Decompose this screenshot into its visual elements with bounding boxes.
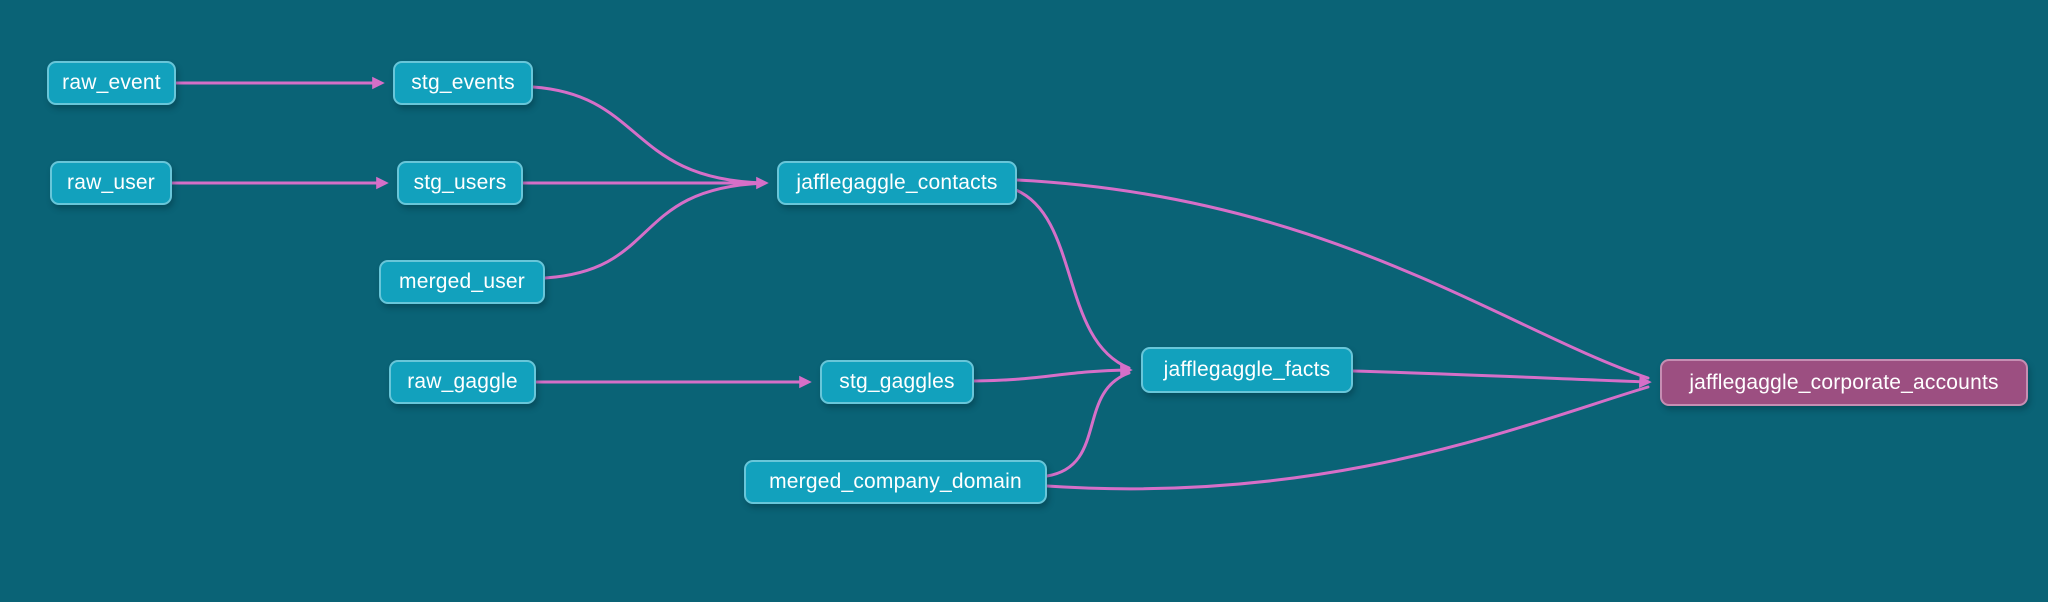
node-stg_users[interactable]: stg_users bbox=[397, 161, 523, 205]
node-label: jafflegaggle_contacts bbox=[796, 171, 998, 194]
node-label: jafflegaggle_corporate_accounts bbox=[1689, 370, 1999, 394]
node-jafflegaggle_facts[interactable]: jafflegaggle_facts bbox=[1141, 347, 1353, 393]
edge-jafflegaggle_contacts-jafflegaggle_corporate_accounts bbox=[1015, 178, 1650, 380]
edge-stg_gaggles-jafflegaggle_facts bbox=[972, 363, 1133, 383]
node-label: stg_events bbox=[411, 71, 515, 94]
node-stg_gaggles[interactable]: stg_gaggles bbox=[820, 360, 974, 404]
node-label: merged_company_domain bbox=[769, 470, 1022, 493]
node-raw_user[interactable]: raw_user bbox=[50, 161, 172, 205]
node-merged_company_domain[interactable]: merged_company_domain bbox=[744, 460, 1047, 504]
node-label: raw_event bbox=[62, 71, 161, 94]
node-jafflegaggle_corporate_accounts[interactable]: jafflegaggle_corporate_accounts bbox=[1660, 359, 2028, 406]
node-merged_user[interactable]: merged_user bbox=[379, 260, 545, 304]
node-label: merged_user bbox=[399, 270, 525, 293]
edge-merged_company_domain-jafflegaggle_facts bbox=[1045, 371, 1131, 478]
node-label: stg_users bbox=[413, 171, 507, 194]
node-label: raw_user bbox=[67, 171, 155, 194]
edge-merged_company_domain-jafflegaggle_corporate_accounts bbox=[1045, 385, 1650, 491]
node-raw_gaggle[interactable]: raw_gaggle bbox=[389, 360, 536, 404]
node-label: jafflegaggle_facts bbox=[1163, 358, 1331, 381]
node-label: raw_gaggle bbox=[407, 370, 518, 393]
edge-jafflegaggle_contacts-jafflegaggle_facts bbox=[1014, 188, 1131, 370]
node-jafflegaggle_contacts[interactable]: jafflegaggle_contacts bbox=[777, 161, 1017, 205]
node-stg_events[interactable]: stg_events bbox=[393, 61, 533, 105]
node-raw_event[interactable]: raw_event bbox=[47, 61, 176, 105]
edge-stg_events-jafflegaggle_contacts bbox=[531, 85, 767, 185]
edge-merged_user-jafflegaggle_contacts bbox=[543, 181, 767, 280]
node-label: stg_gaggles bbox=[839, 370, 955, 393]
edge-jafflegaggle_facts-jafflegaggle_corporate_accounts bbox=[1351, 369, 1652, 388]
